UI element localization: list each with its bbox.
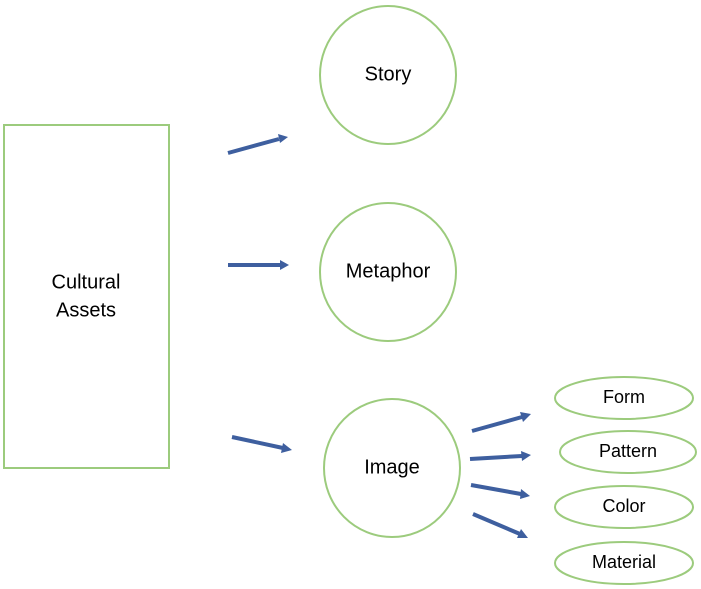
arrow-to-metaphor-head: [280, 260, 289, 270]
cultural-assets-label-line1: Cultural: [52, 271, 121, 293]
arrow-to-story-shaft: [227, 137, 280, 155]
color-label: Color: [602, 496, 645, 516]
arrow-to-metaphor: [228, 260, 289, 270]
form-node: Form: [554, 376, 694, 420]
form-oval: [554, 376, 694, 420]
arrow-to-image-shaft: [231, 435, 284, 450]
arrow-to-color-head: [520, 489, 530, 499]
color-oval: [554, 485, 694, 529]
metaphor-label: Metaphor: [346, 260, 431, 282]
arrow-to-material: [472, 512, 528, 538]
arrow-to-pattern-shaft: [469, 454, 523, 461]
metaphor-node: Metaphor: [319, 202, 457, 342]
material-node: Material: [554, 541, 694, 585]
arrow-to-form-shaft: [471, 415, 523, 433]
image-circle: [323, 398, 461, 538]
arrow-to-story: [227, 134, 288, 155]
arrow-to-form: [471, 412, 531, 433]
arrow-to-pattern: [469, 451, 531, 461]
arrow-to-color-shaft: [470, 483, 522, 496]
arrow-to-material-head: [517, 529, 528, 538]
metaphor-circle: [319, 202, 457, 342]
pattern-label: Pattern: [599, 441, 657, 461]
story-label: Story: [365, 63, 412, 85]
arrow-to-material-shaft: [472, 512, 521, 536]
story-circle: [319, 5, 457, 145]
cultural-assets-label-line2: Assets: [56, 299, 116, 321]
arrow-to-form-head: [520, 412, 531, 422]
arrow-to-pattern-head: [521, 451, 531, 461]
arrow-to-story-head: [278, 134, 288, 143]
arrow-to-image: [231, 435, 292, 453]
color-node: Color: [554, 485, 694, 529]
image-node: Image: [323, 398, 461, 538]
story-node: Story: [319, 5, 457, 145]
cultural-assets-node: Cultural Assets: [3, 124, 170, 469]
image-label: Image: [364, 456, 420, 478]
pattern-oval: [559, 430, 697, 474]
material-oval: [554, 541, 694, 585]
arrow-to-color: [470, 483, 530, 499]
form-label: Form: [603, 387, 645, 407]
material-label: Material: [592, 552, 656, 572]
arrow-to-image-head: [281, 443, 292, 453]
pattern-node: Pattern: [559, 430, 697, 474]
cultural-assets-box: [3, 124, 170, 469]
